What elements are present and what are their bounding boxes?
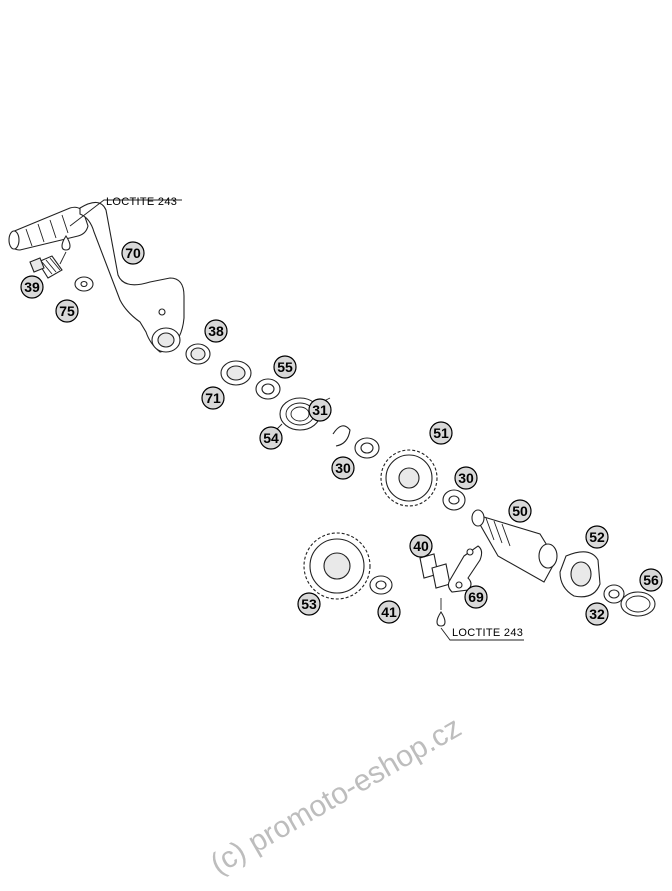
callout-number: 54: [263, 430, 279, 446]
bushing-71: [220, 360, 252, 386]
seal-38: [185, 343, 211, 365]
washer-30a: [354, 437, 380, 459]
callout-bubble: [55, 299, 79, 323]
screw-39: [29, 255, 63, 279]
callout-layer: 70 39 75 38 71 55 54 31 30 51 30 50 40 52 53 41 69 56 32: [20, 241, 663, 626]
washer-30b: [442, 489, 466, 511]
callout-39: 39: [20, 275, 44, 299]
callout-bubble: [331, 456, 355, 480]
callout-32: 32: [585, 602, 609, 626]
callout-bubble: [273, 355, 297, 379]
watermark: (c) promoto-eshop.cz: [205, 711, 467, 881]
spacer-55: [255, 378, 281, 400]
callout-number: 39: [24, 279, 40, 295]
callout-number: 50: [512, 503, 528, 519]
callout-number: 38: [208, 323, 224, 339]
gear-53: [303, 532, 371, 600]
callout-number: 51: [433, 425, 449, 441]
loctite-drop-bottom: [436, 611, 446, 627]
washer-75: [74, 276, 94, 292]
ratchet-52: [559, 551, 601, 598]
callout-30: 30: [331, 456, 355, 480]
screws-40: [419, 553, 451, 589]
callout-number: 70: [125, 245, 141, 261]
gear-51: [380, 449, 438, 507]
callout-bubble: [201, 386, 225, 410]
callout-38: 38: [204, 319, 228, 343]
callout-bubble: [204, 319, 228, 343]
callout-number: 31: [312, 402, 328, 418]
callout-75: 75: [55, 299, 79, 323]
callout-number: 40: [413, 538, 429, 554]
callout-bubble: [259, 426, 283, 450]
callout-number: 69: [468, 589, 484, 605]
loctite-bottom-label: LOCTITE 243: [452, 627, 523, 639]
callout-54: 54: [259, 426, 283, 450]
callout-40: 40: [409, 534, 433, 558]
loctite-drop: [61, 235, 71, 251]
callout-number: 30: [335, 460, 351, 476]
callout-31: 31: [308, 398, 332, 422]
washer-41: [369, 575, 393, 595]
plate-69: [447, 545, 483, 593]
loctite-top-leader: [69, 199, 182, 227]
callout-bubble: [377, 600, 401, 624]
callout-52: 52: [585, 525, 609, 549]
callout-55: 55: [273, 355, 297, 379]
callout-71: 71: [201, 386, 225, 410]
callout-bubble: [508, 499, 532, 523]
callout-number: 41: [381, 604, 397, 620]
callout-50: 50: [508, 499, 532, 523]
callout-number: 71: [205, 390, 221, 406]
callout-bubble: [585, 525, 609, 549]
callout-bubble: [429, 421, 453, 445]
callout-bubble: [308, 398, 332, 422]
washer-32: [603, 584, 625, 604]
circlip-31: [332, 425, 351, 447]
loctite-top-label: LOCTITE 243: [106, 196, 177, 208]
callout-56: 56: [639, 568, 663, 592]
callout-41: 41: [377, 600, 401, 624]
callout-number: 55: [277, 359, 293, 375]
callout-bubble: [454, 466, 478, 490]
callout-30: 30: [454, 466, 478, 490]
callout-number: 30: [458, 470, 474, 486]
callout-bubble: [20, 275, 44, 299]
callout-bubble: [409, 534, 433, 558]
callout-bubble: [639, 568, 663, 592]
callout-number: 56: [643, 572, 659, 588]
loctite-bottom-leader: [440, 627, 524, 641]
callout-70: 70: [121, 241, 145, 265]
callout-bubble: [297, 592, 321, 616]
callout-53: 53: [297, 592, 321, 616]
callout-bubble: [464, 585, 488, 609]
kick-lever: [8, 201, 185, 353]
callout-number: 75: [59, 303, 75, 319]
callout-number: 52: [589, 529, 605, 545]
callout-bubble: [585, 602, 609, 626]
callout-69: 69: [464, 585, 488, 609]
callout-number: 53: [301, 596, 317, 612]
callout-number: 32: [589, 606, 605, 622]
shaft-50: [471, 509, 558, 583]
callout-51: 51: [429, 421, 453, 445]
spring-56: [620, 591, 656, 617]
callout-bubble: [121, 241, 145, 265]
